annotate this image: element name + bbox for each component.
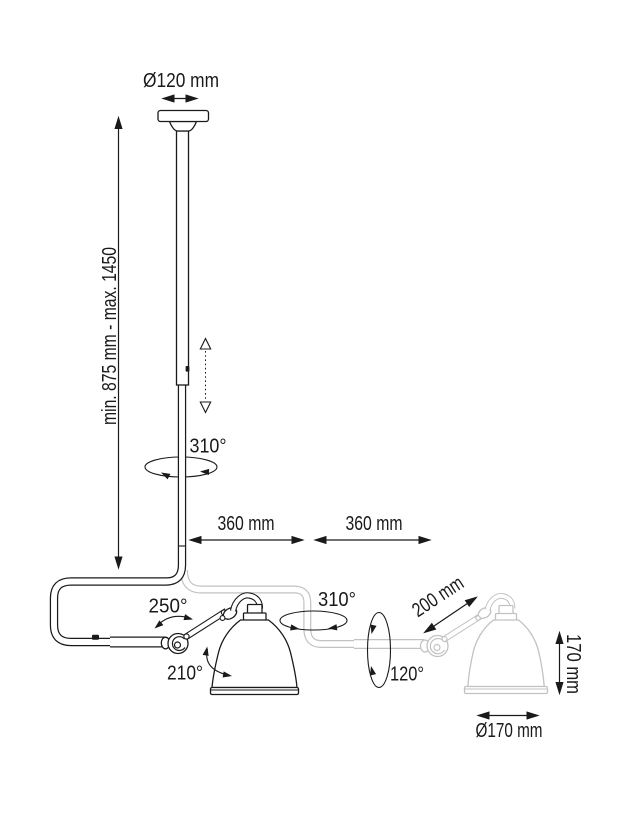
strut xyxy=(183,608,229,641)
ceiling-canopy xyxy=(157,109,210,123)
main-arm xyxy=(92,608,229,655)
ghost-arm xyxy=(180,569,549,695)
label-shade-diameter: Ø170 mm xyxy=(476,720,543,742)
dim-shade-diameter-arrow xyxy=(477,711,539,720)
arm-clamp-screw xyxy=(92,634,99,640)
rod-set-screw xyxy=(185,366,190,372)
forearm-rotation-ellipse xyxy=(366,611,392,689)
label-rod-rotation: 310° xyxy=(190,436,227,458)
dim-forearm-length-arrow xyxy=(422,593,479,636)
telescope-adjust-arrow xyxy=(199,337,212,414)
dim-canopy-diameter-arrow xyxy=(162,94,198,103)
label-shade-swivel: 210° xyxy=(167,663,203,685)
label-elbow-rotation: 250° xyxy=(149,596,188,618)
arm-rotation-ellipse xyxy=(279,610,348,633)
elbow-joint xyxy=(160,632,189,655)
label-shade-height: 170 mm xyxy=(562,634,584,694)
elbow-rotation-arc xyxy=(152,614,194,631)
label-arm-rotation: 310° xyxy=(318,589,356,611)
label-forearm-length: 200 mm xyxy=(408,572,468,622)
shade-swivel-arc xyxy=(202,645,233,680)
dim-shade-height-arrow xyxy=(555,632,564,694)
label-arm-segment-2: 360 mm xyxy=(346,513,403,535)
label-arm-segment-1: 360 mm xyxy=(218,513,275,535)
dim-height-range-arrow xyxy=(114,117,123,569)
rod-and-frame xyxy=(49,109,210,647)
label-canopy-diameter: Ø120 mm xyxy=(143,70,219,92)
shade-rim xyxy=(209,686,300,696)
rod-upper-tube xyxy=(175,130,190,386)
dim-arm-segment-arrows xyxy=(189,536,431,544)
label-height-range: min. 875 mm - max. 1450 xyxy=(99,247,121,425)
ghost-strut xyxy=(441,613,482,643)
shade-bell xyxy=(211,619,298,689)
canopy-neck xyxy=(168,120,198,132)
label-forearm-rotation: 120° xyxy=(390,664,424,686)
lamp-shade xyxy=(209,592,300,696)
ghost-shade xyxy=(463,593,549,695)
